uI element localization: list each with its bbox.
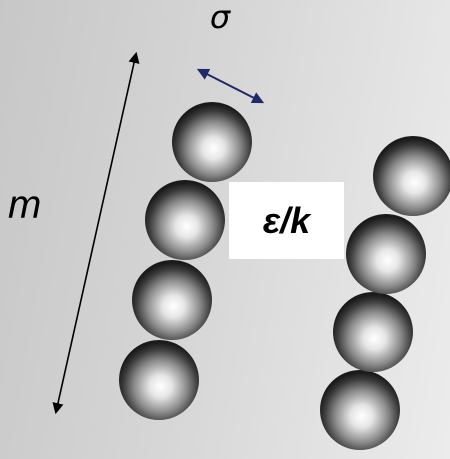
sigma-label: σ	[209, 0, 231, 36]
right-chain	[320, 136, 450, 450]
segment-diameter-arrow	[196, 68, 265, 104]
bead	[346, 214, 426, 294]
bead	[119, 340, 199, 420]
epsilon-over-k-label: ε/k	[229, 182, 344, 259]
bead	[132, 260, 212, 340]
segment-length-arrow	[52, 51, 140, 415]
bead	[333, 292, 413, 372]
bead	[145, 180, 225, 260]
bead	[373, 136, 450, 216]
bead	[320, 370, 400, 450]
bead	[172, 102, 252, 182]
m-label: m	[8, 183, 42, 227]
left-chain	[119, 102, 252, 420]
epsilon-over-k-text: ε/k	[262, 199, 311, 241]
